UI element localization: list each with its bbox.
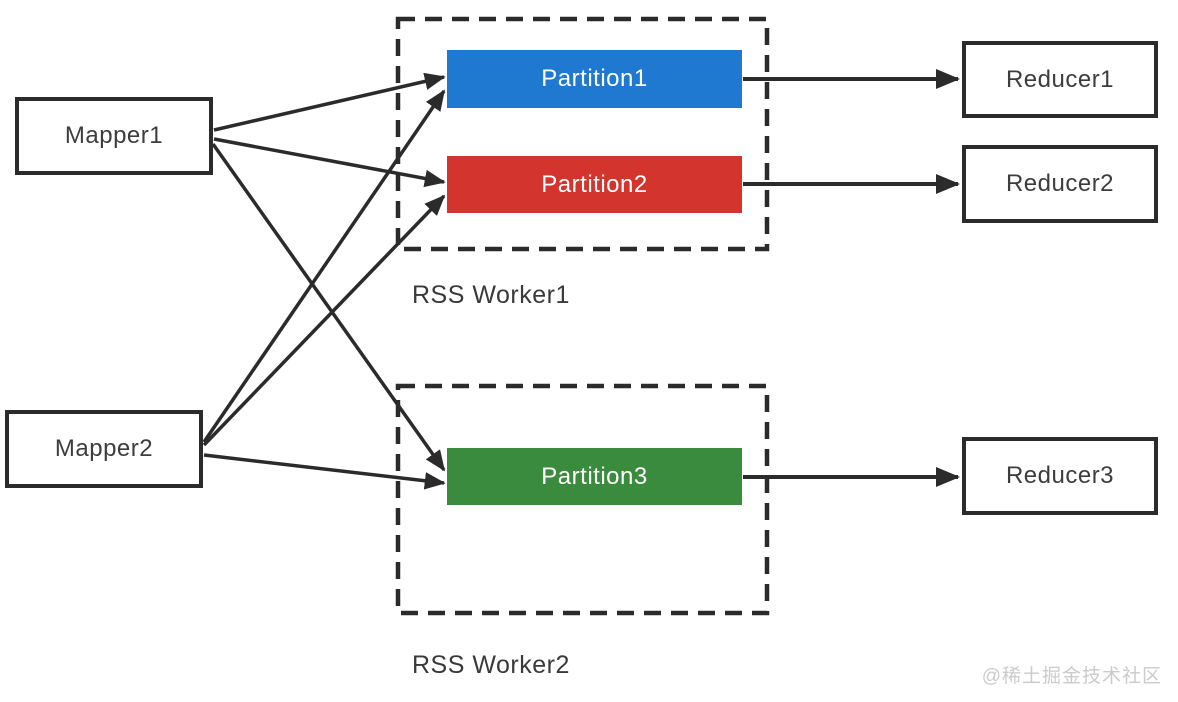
node-reducer2-label: Reducer2 [1005,170,1115,197]
rss-worker2-label: RSS Worker2 [412,651,570,679]
node-mapper1: Mapper1 [15,97,213,175]
node-partition1-label: Partition1 [541,65,648,92]
node-mapper1-label: Mapper1 [64,122,164,149]
node-partition3: Partition3 [447,448,742,505]
node-reducer1: Reducer1 [962,41,1158,118]
watermark: @稀土掘金技术社区 [981,666,1162,687]
edge-mapper2-partition2 [202,194,446,447]
node-partition2-label: Partition2 [541,170,648,198]
node-reducer1-label: Reducer1 [1005,65,1115,93]
edge-mapper1-partition1 [213,72,446,132]
edge-mapper2-partition3 [203,453,446,490]
node-partition3-label: Partition3 [541,462,648,490]
node-reducer3-label: Reducer3 [1005,462,1115,489]
edge-mapper2-partition1 [202,89,446,443]
node-partition2: Partition2 [447,156,742,213]
node-mapper2-label: Mapper2 [54,435,154,462]
node-mapper2: Mapper2 [5,410,203,488]
node-reducer2: Reducer2 [962,145,1158,223]
node-reducer3: Reducer3 [962,437,1158,515]
node-partition1: Partition1 [447,50,742,108]
edge-mapper1-partition2 [213,137,446,188]
edge-mapper1-partition3 [211,142,446,472]
rss-worker1-label: RSS Worker1 [412,281,570,309]
rss-worker1-boundary [395,16,770,252]
